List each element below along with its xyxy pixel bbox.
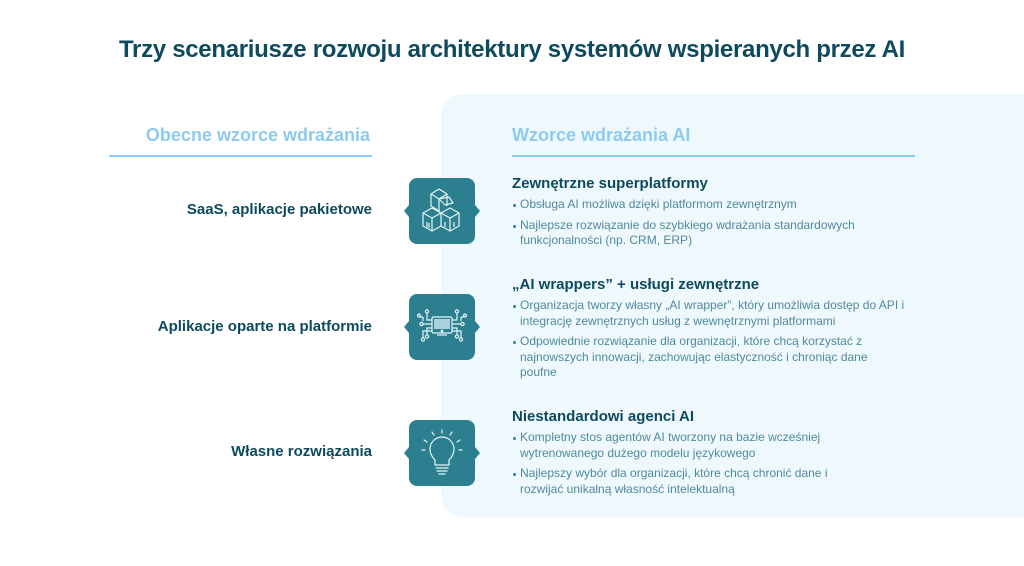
boxes-icon xyxy=(404,178,480,244)
bullet-item: Kompletny stos agentów AI tworzony na ba… xyxy=(512,430,882,461)
bullet-item: Organizacja tworzy własny „AI wrapper”, … xyxy=(512,298,932,329)
ai-patterns-panel xyxy=(441,94,1024,517)
bullet-item: Najlepsze rozwiązanie do szybkiego wdraż… xyxy=(512,218,892,249)
scenario-block-custom-agents: Niestandardowi agenci AI Kompletny stos … xyxy=(512,408,932,502)
scenario-heading: Niestandardowi agenci AI xyxy=(512,408,694,425)
ai-patterns-header: Wzorce wdrażania AI xyxy=(512,125,691,145)
scenario-block-superplatforms: Zewnętrzne superplatformy Obsługa AI moż… xyxy=(512,175,932,254)
row-label-saas: SaaS, aplikacje pakietowe xyxy=(186,201,372,218)
bullet-item: Obsługa AI możliwa dzięki platformom zew… xyxy=(512,197,932,213)
lightbulb-icon xyxy=(404,420,480,486)
circuit-monitor-icon xyxy=(404,294,480,360)
current-patterns-divider xyxy=(109,155,372,157)
scenario-heading: „AI wrappers” + usługi zewnętrzne xyxy=(512,276,760,293)
current-patterns-header: Obecne wzorce wdrażania xyxy=(145,125,370,145)
page-title: Trzy scenariusze rozwoju architektury sy… xyxy=(119,36,905,63)
ai-patterns-divider xyxy=(512,155,915,157)
bullet-item: Najlepszy wybór dla organizacji, które c… xyxy=(512,466,872,497)
scenario-block-ai-wrappers: „AI wrappers” + usługi zewnętrzne Organi… xyxy=(512,276,932,386)
row-label-custom-solutions: Własne rozwiązania xyxy=(231,443,372,460)
scenario-heading: Zewnętrzne superplatformy xyxy=(512,175,708,192)
row-label-platform-apps: Aplikacje oparte na platformie xyxy=(157,318,372,335)
bullet-item: Odpowiednie rozwiązanie dla organizacji,… xyxy=(512,334,907,381)
